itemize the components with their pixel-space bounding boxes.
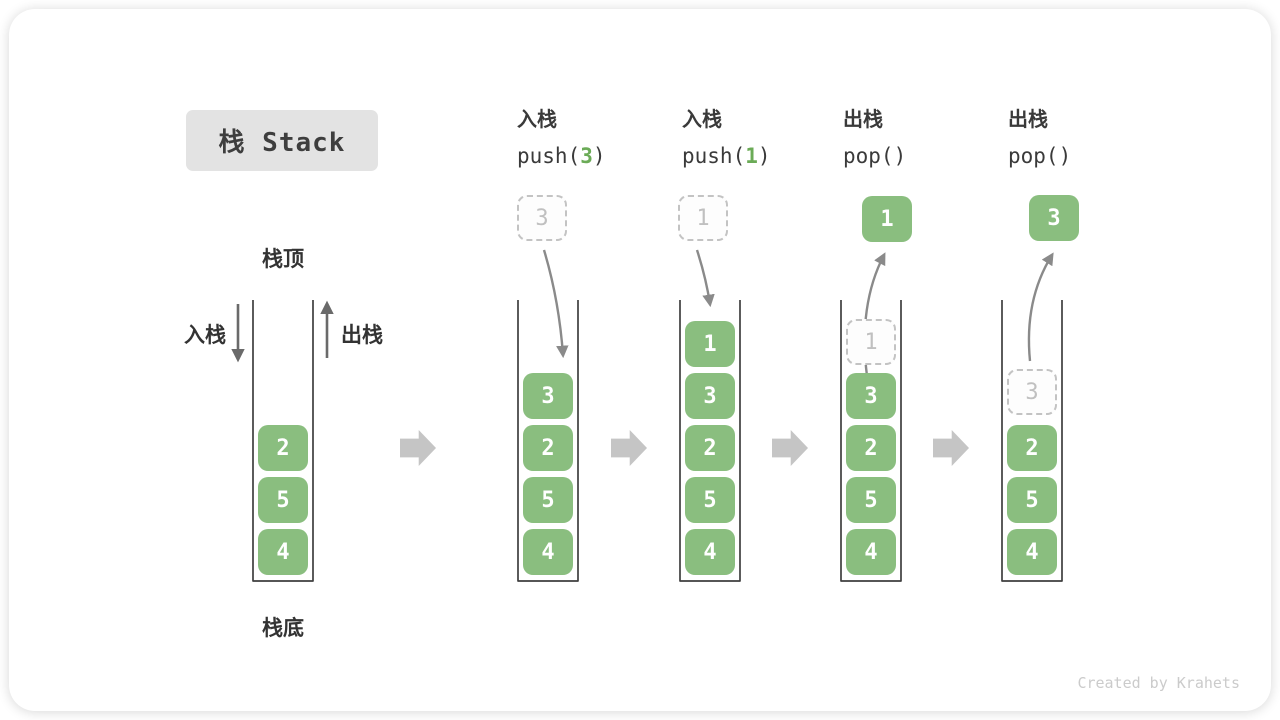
stack-block: 4 [523,529,573,575]
stack-block: 4 [1007,529,1057,575]
stack-block: 5 [685,477,735,523]
stack-block: 3 [523,373,573,419]
stack-block: 2 [1007,425,1057,471]
op-name: 入栈 [517,107,557,131]
stack-block: 2 [846,425,896,471]
code-pre: pop() [843,144,907,168]
stack-block: 5 [846,477,896,523]
stack-block: 2 [523,425,573,471]
stack-block: 3 [685,373,735,419]
push-arrow-label: 入栈 [184,323,226,347]
op-caption-push-3: 入栈 push(3) [517,106,677,170]
op-name: 出栈 [1008,107,1048,131]
ghost-slot: 1 [846,319,896,365]
code-arg: 1 [745,144,758,168]
stack-block: 4 [685,529,735,575]
op-name: 入栈 [682,107,722,131]
code-pre: push( [517,144,581,168]
outgoing-value-box: 1 [862,196,912,242]
watermark: Created by Krahets [1077,674,1240,692]
stack-top-label: 栈顶 [262,247,304,271]
code-post: ) [757,144,771,168]
title-badge: 栈 Stack [186,110,378,171]
pop-arrow-label: 出栈 [341,323,383,347]
code-pre: push( [682,144,746,168]
incoming-value-box: 3 [517,195,567,241]
op-code: push(1) [682,142,842,170]
op-caption-push-1: 入栈 push(1) [682,106,842,170]
op-caption-pop-3: 出栈 pop() [1008,106,1168,170]
stack-block: 2 [685,425,735,471]
op-code: push(3) [517,142,677,170]
stack-block: 3 [846,373,896,419]
op-name: 出栈 [843,107,883,131]
stack-block: 4 [846,529,896,575]
stack-block: 5 [1007,477,1057,523]
stack-bottom-label: 栈底 [262,616,304,640]
code-pre: pop() [1008,144,1072,168]
code-arg: 3 [580,144,593,168]
incoming-value-box: 1 [678,195,728,241]
code-post: ) [592,144,606,168]
stack-block: 5 [258,477,308,523]
stack-block: 4 [258,529,308,575]
ghost-slot: 3 [1007,369,1057,415]
page-title: 栈 Stack [218,128,346,158]
outgoing-value-box: 3 [1029,195,1079,241]
op-code: pop() [1008,142,1168,170]
op-code: pop() [843,142,1003,170]
stack-block: 5 [523,477,573,523]
stack-block: 2 [258,425,308,471]
stack-block: 1 [685,321,735,367]
op-caption-pop-1: 出栈 pop() [843,106,1003,170]
